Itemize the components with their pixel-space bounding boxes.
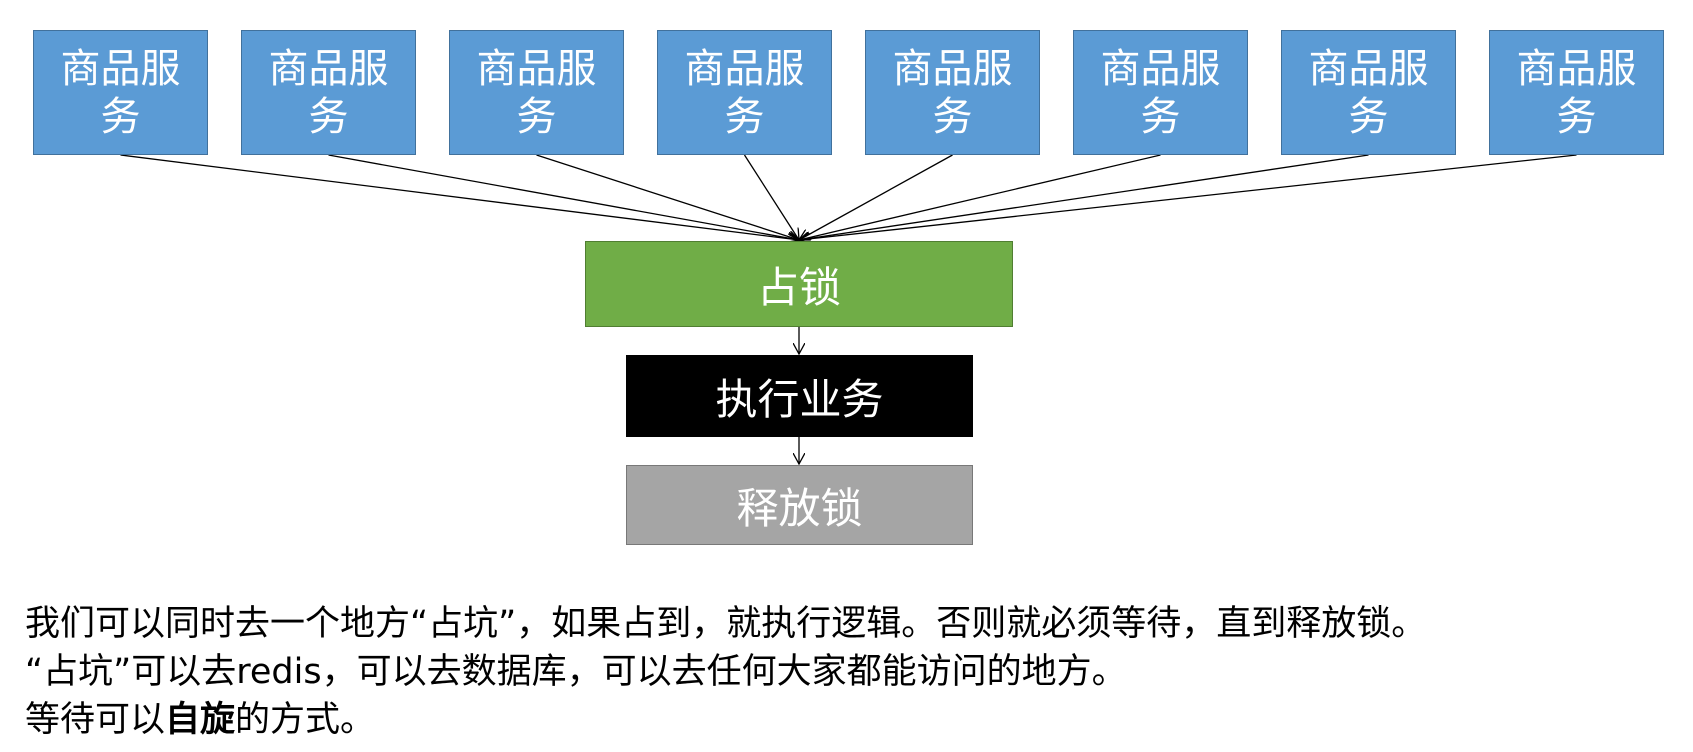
arrow-service-5-to-lock [799, 154, 953, 240]
line3-bold-term: 自旋 [165, 700, 236, 740]
execute-business-label: 执行业务 [715, 374, 884, 424]
arrow-service-3-to-lock [536, 154, 800, 240]
explanation-line-2: “占坑”可以去redis，可以去数据库，可以去任何大家都能访问的地方。 [25, 652, 1127, 692]
product-service-box-4: 商品服务 [657, 30, 832, 155]
release-lock-label: 释放锁 [736, 483, 863, 533]
product-service-box-7: 商品服务 [1281, 30, 1456, 155]
product-service-label: 商品服务 [60, 45, 181, 140]
release-lock-box: 释放锁 [626, 465, 973, 545]
arrow-service-1-to-lock [120, 154, 800, 240]
explanation-line-3: 等待可以自旋的方式。 [25, 696, 1426, 744]
product-service-label: 商品服务 [1100, 45, 1221, 140]
arrow-service-2-to-lock [328, 154, 800, 240]
product-service-box-1: 商品服务 [33, 30, 208, 155]
product-service-label: 商品服务 [476, 45, 597, 140]
product-service-label: 商品服务 [1308, 45, 1429, 140]
arrow-service-4-to-lock [743, 154, 800, 240]
line3-suffix: 的方式。 [235, 700, 376, 740]
product-service-box-2: 商品服务 [241, 30, 416, 155]
acquire-lock-label: 占锁 [756, 262, 841, 312]
arrow-service-8-to-lock [799, 154, 1577, 240]
arrow-service-6-to-lock [799, 154, 1161, 240]
product-service-box-8: 商品服务 [1489, 30, 1664, 155]
product-service-box-3: 商品服务 [449, 30, 624, 155]
product-service-label: 商品服务 [684, 45, 805, 140]
product-service-label: 商品服务 [268, 45, 389, 140]
acquire-lock-box: 占锁 [585, 241, 1013, 327]
line3-prefix: 等待可以 [25, 700, 166, 740]
explanation-text: 我们可以同时去一个地方“占坑”，如果占到，就执行逻辑。否则就必须等待，直到释放锁… [25, 600, 1426, 744]
arrow-service-7-to-lock [799, 154, 1369, 240]
product-service-label: 商品服务 [1516, 45, 1637, 140]
product-service-box-5: 商品服务 [865, 30, 1040, 155]
product-service-box-6: 商品服务 [1073, 30, 1248, 155]
execute-business-box: 执行业务 [626, 355, 973, 437]
product-service-label: 商品服务 [892, 45, 1013, 140]
explanation-line-1: 我们可以同时去一个地方“占坑”，如果占到，就执行逻辑。否则就必须等待，直到释放锁… [25, 604, 1427, 644]
